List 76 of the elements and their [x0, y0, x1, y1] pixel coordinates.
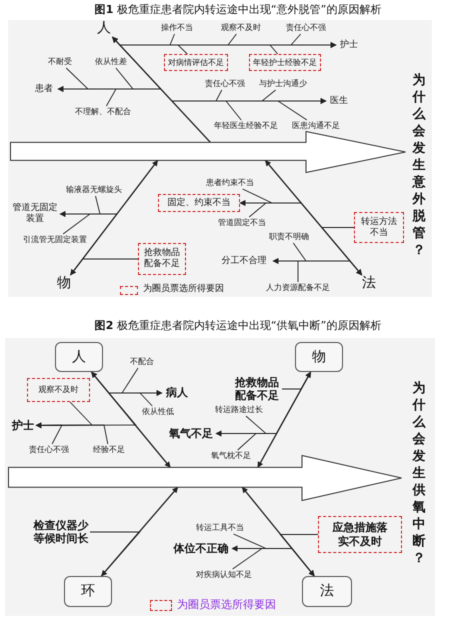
key-cause-box: 年轻护士经验不足 — [249, 54, 321, 71]
cause-label: 对疾病认知不足 — [192, 569, 256, 581]
arrow — [138, 390, 162, 406]
key-cause-box: 转运方法不当 — [354, 212, 404, 243]
cause-label: 不耐受 — [44, 56, 76, 68]
arrow — [60, 211, 92, 234]
category-label: 人 — [95, 19, 113, 37]
cause-label: 分工不合理 — [215, 254, 273, 268]
arrow — [240, 200, 268, 218]
cause-label: 观察不及时 — [218, 22, 264, 34]
problem-label: 为什么会发生意外脱管？ — [410, 72, 428, 277]
cause-label: 输液器无螺旋头 — [62, 184, 126, 196]
cause-label: 职责不明确 — [266, 231, 312, 243]
cause-label: 依从性差 — [92, 56, 130, 68]
cause-label: 病人 — [162, 385, 192, 401]
bone-line — [112, 36, 211, 143]
cause-label: 年轻医生经验不足 — [210, 120, 282, 132]
spine-arrow — [10, 131, 406, 173]
key-cause-box: 应急措施落实不及时 — [318, 516, 402, 553]
category-box: 环 — [64, 576, 112, 607]
arrow — [272, 258, 298, 282]
cause-label: 经验不足 — [90, 444, 128, 456]
cause-label: 管道无固定装置 — [10, 202, 60, 226]
key-cause-box: 观察不及时 — [27, 378, 90, 402]
category-label: 物 — [55, 275, 73, 292]
cause-label: 责任心不强 — [202, 78, 248, 90]
bone-line — [100, 486, 178, 576]
cause-label: 转运路途过长 — [210, 404, 268, 416]
cause-label: 检查仪器少等候时间长 — [32, 517, 90, 547]
cause-label: 引流管无固定装置 — [18, 234, 92, 246]
category-label: 法 — [360, 275, 378, 292]
cause-label: 不理解、不配合 — [72, 106, 134, 118]
category-box: 法 — [302, 576, 352, 607]
cause-label: 抢救物品配备不足 — [232, 374, 282, 404]
bone-line — [70, 160, 158, 276]
cause-label: 人力资源配备不足 — [262, 282, 334, 294]
key-cause-box: 固定、约束不当 — [158, 194, 240, 212]
arrow — [216, 430, 258, 450]
arrow — [279, 534, 318, 576]
figure-title: 图2 极危重症患者院内转运途中出现“供氧中断”的原因解析 — [94, 318, 382, 333]
key-cause-box: 对病情评估不足 — [164, 54, 228, 71]
cause-label: 护士 — [10, 418, 36, 433]
cause-label: 操作不当 — [158, 22, 196, 34]
cause-label: 医患沟通不足 — [288, 120, 344, 132]
arrow — [36, 422, 63, 444]
cause-label: 与护士沟通少 — [255, 78, 311, 90]
key-cause-box: 抢救物品配备不足 — [138, 243, 186, 275]
cause-label: 护士 — [336, 38, 362, 52]
cause-label: 氧气枕不足 — [208, 450, 254, 462]
cause-label: 不配合 — [126, 356, 158, 368]
arrow — [36, 422, 108, 444]
arrow — [90, 532, 141, 576]
cause-label: 转运工具不当 — [192, 522, 248, 534]
arrow — [269, 42, 336, 54]
arrow — [232, 546, 264, 570]
cause-label: 依从性低 — [138, 406, 178, 418]
arrow — [276, 98, 326, 120]
problem-label: 为什么会发生供氧中断？ — [410, 380, 428, 570]
cause-label: 管道固定不当 — [214, 217, 270, 229]
arrow — [232, 534, 266, 552]
category-box: 人 — [55, 342, 103, 372]
cause-label: 患者约束不当 — [202, 177, 258, 189]
cause-label: 责任心不强 — [26, 444, 72, 456]
bone-line — [264, 160, 362, 276]
bone-line — [90, 372, 171, 468]
cause-label: 患者 — [30, 82, 58, 96]
cause-label: 氧气不足 — [166, 426, 216, 441]
arrow — [70, 258, 138, 276]
cause-label: 体位不正确 — [170, 541, 232, 556]
figure-title: 图1 极危重症患者院内转运途中出现“意外脱管”的原因解析 — [94, 2, 382, 17]
legend-label: 为圈员票选所得要因 — [143, 284, 224, 296]
legend-label: 为圈员票选所得要因 — [177, 598, 276, 612]
category-box: 物 — [295, 342, 343, 372]
cause-label: 医生 — [326, 94, 352, 108]
cause-label: 责任心不强 — [283, 22, 329, 34]
arrow — [58, 86, 117, 106]
